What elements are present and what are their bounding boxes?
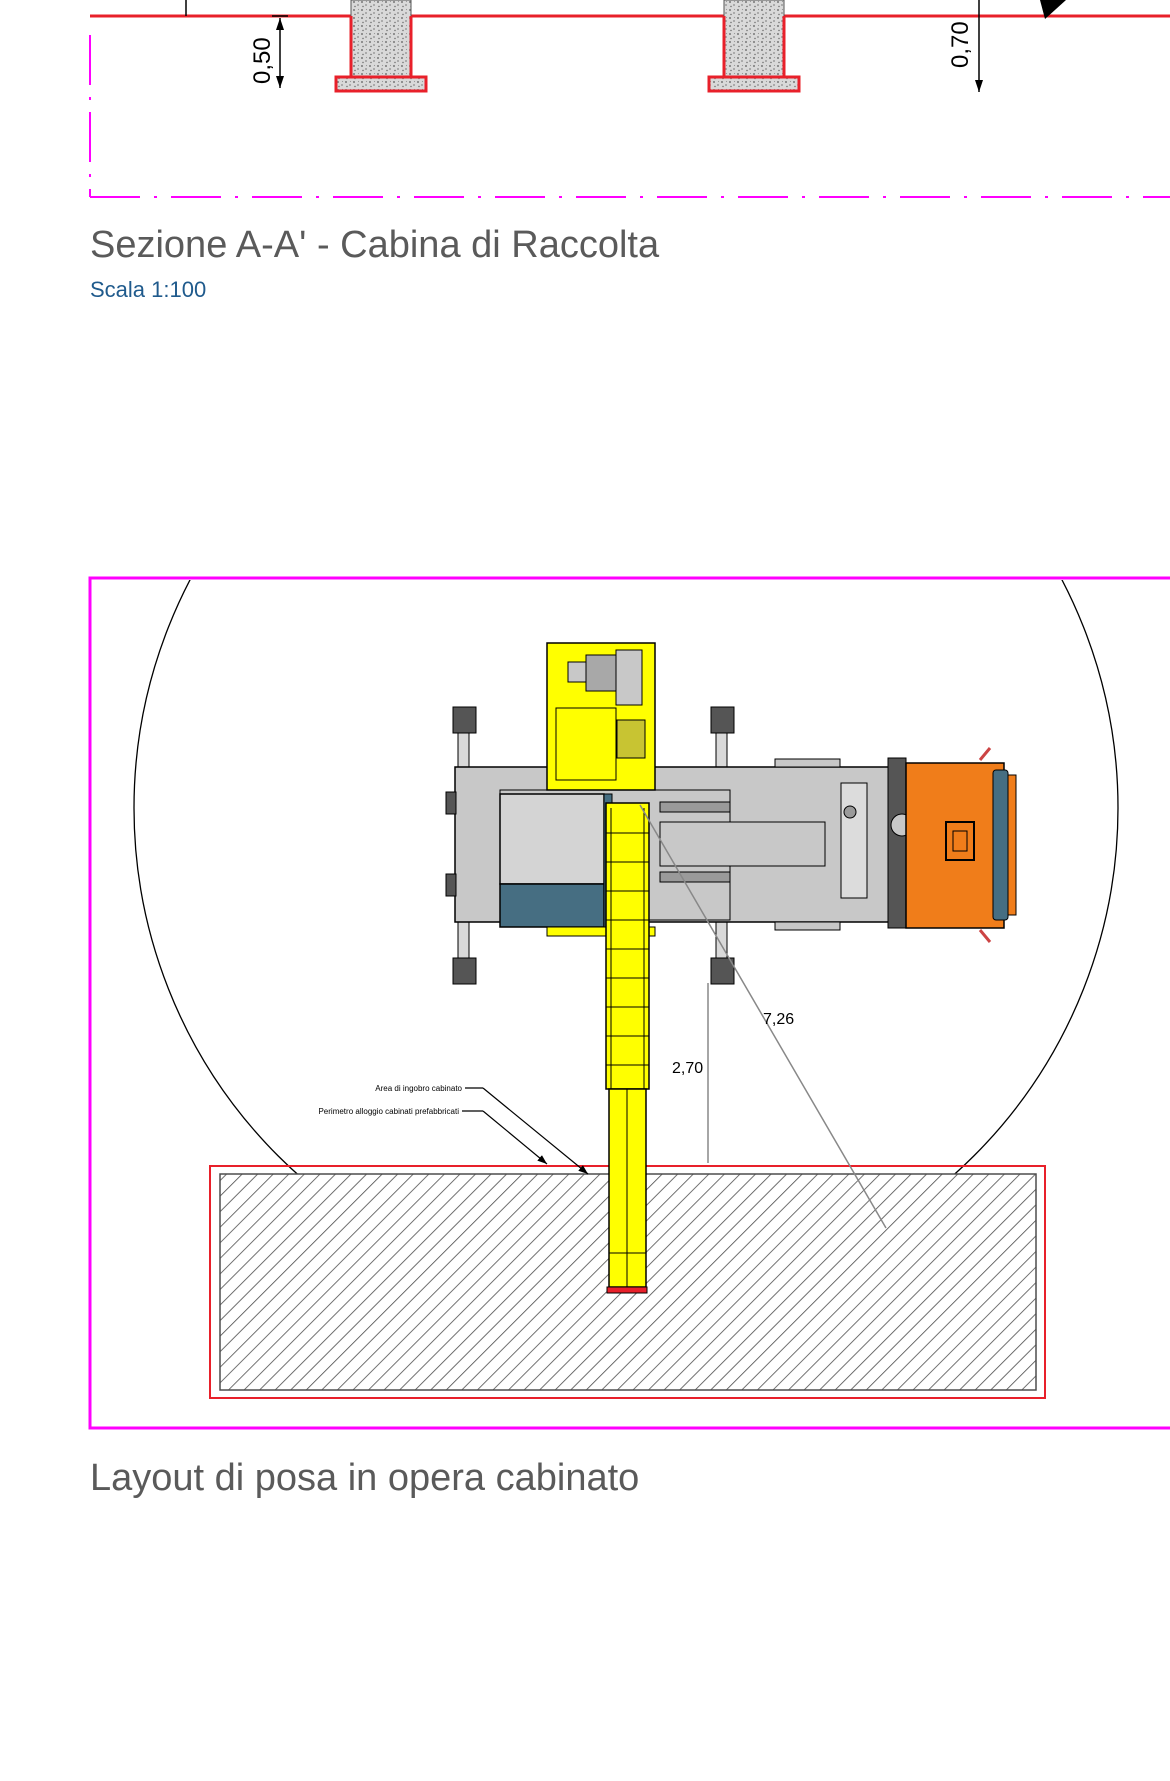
boom-tip (606, 1286, 648, 1294)
section-title: Sezione A-A' - Cabina di Raccolta (90, 224, 660, 266)
leader-area (465, 1087, 589, 1175)
section-scale: Scala 1:100 (90, 277, 206, 302)
truck (445, 706, 1017, 985)
dimension-label-0-50: 0,50 (249, 37, 276, 84)
crane-boom (605, 802, 650, 1090)
outrigger-rear-left (452, 919, 477, 985)
footing-right (707, 0, 801, 93)
leader-perimeter (462, 1110, 548, 1165)
cab (905, 762, 1005, 929)
dimension-label-7-26: 7,26 (763, 1011, 794, 1028)
footing-left (334, 0, 428, 93)
layout-frame (88, 576, 1170, 1430)
label-perimeter: Perimetro alloggio cabinati prefabbricat… (318, 1107, 459, 1116)
dimension-0-50: 0,50 (185, 0, 288, 88)
dimension-line-7-26 (639, 804, 887, 1229)
layout-title: Layout di posa in opera cabinato (90, 1457, 639, 1499)
layout-drawing: 2,70 7,26 Area di ingobro cabinato Perim… (88, 576, 1170, 1430)
section-drawing: 0,50 0,70 (89, 0, 1170, 198)
dimension-0-70: 0,70 (947, 0, 1066, 92)
outrigger-front-left (452, 706, 477, 779)
label-area-ingombro: Area di ingobro cabinato (375, 1084, 462, 1093)
outrigger-rear-right (710, 919, 735, 985)
dimension-label-0-70: 0,70 (947, 21, 974, 68)
crane (546, 642, 656, 1294)
dimension-label-2-70: 2,70 (672, 1060, 703, 1077)
engine-block (499, 883, 605, 928)
level-marker-icon (1040, 0, 1066, 19)
